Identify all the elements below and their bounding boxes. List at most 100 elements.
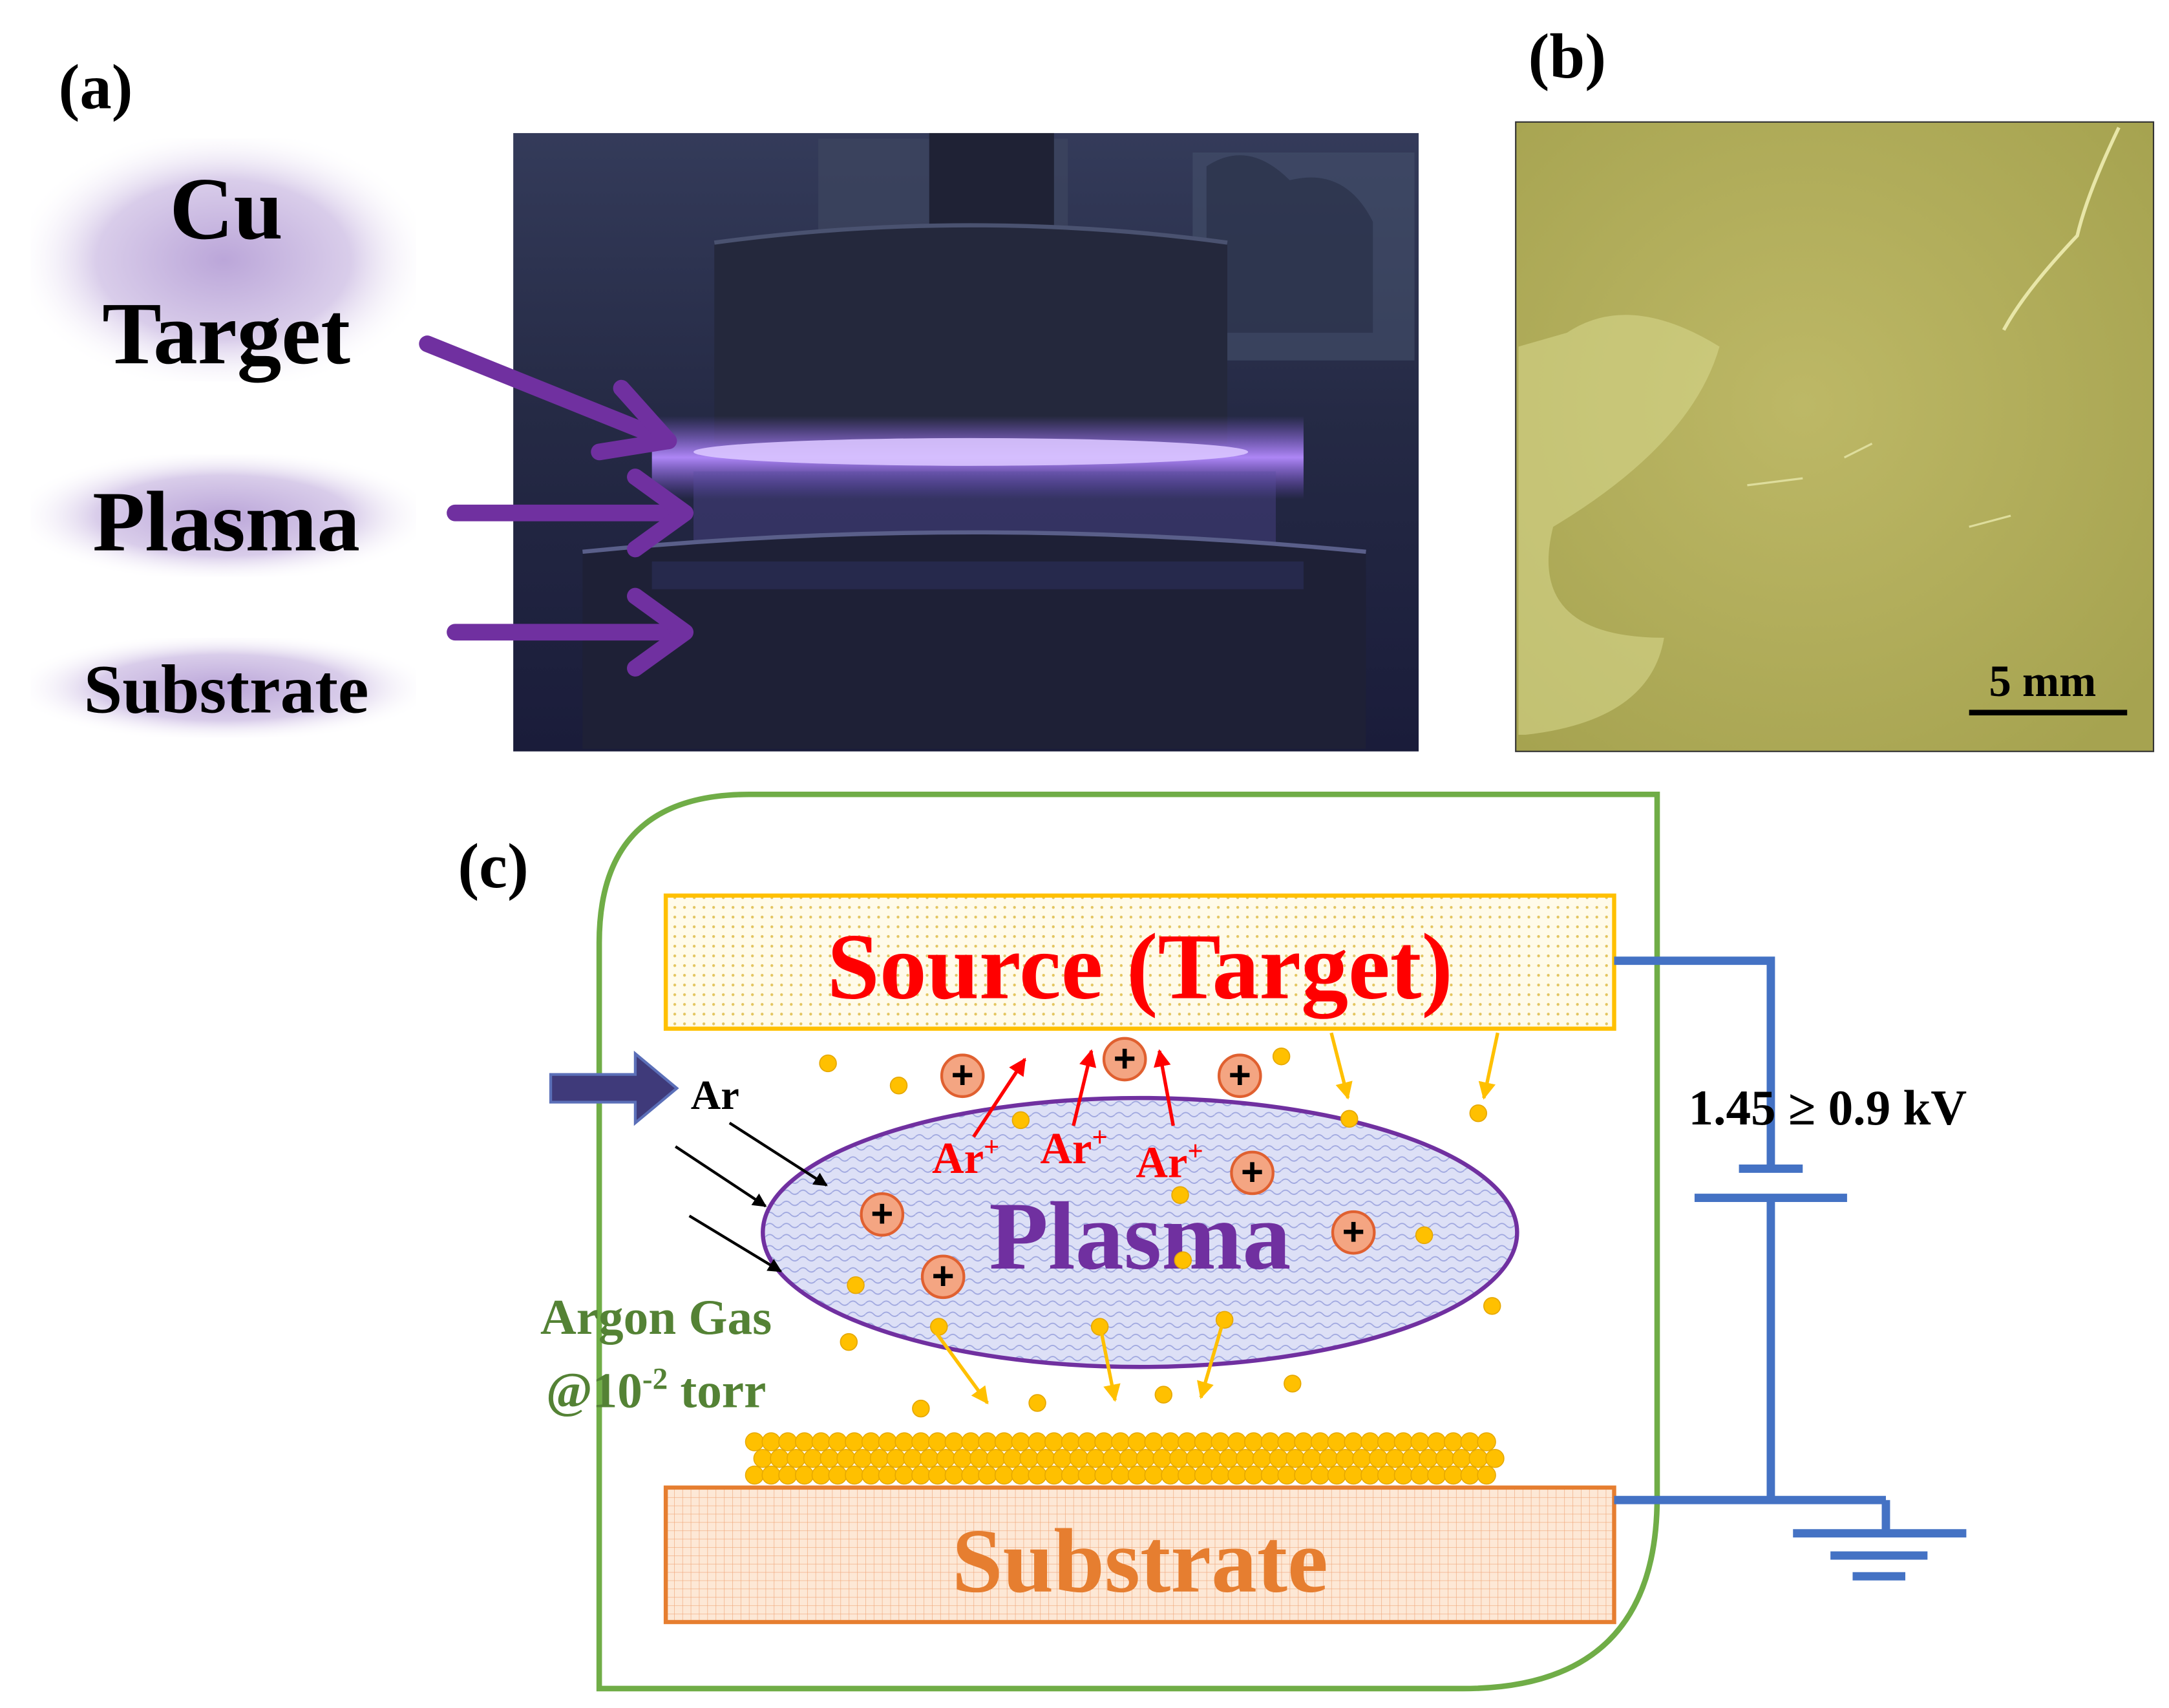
film-atom [1335, 1449, 1355, 1468]
svg-text:+: + [1229, 1053, 1251, 1097]
film-atom [1219, 1449, 1238, 1468]
ar-ion-label-1: Ar+ [932, 1132, 999, 1183]
film-atom [1127, 1432, 1147, 1451]
power-circuit [1614, 956, 1890, 1531]
film-atom [1443, 1432, 1463, 1451]
film-atom [794, 1465, 814, 1485]
substrate-label: Substrate [952, 1510, 1328, 1612]
film-atom [1244, 1465, 1264, 1485]
plasma-arrow [447, 469, 694, 558]
film-atom [861, 1465, 881, 1485]
sputtered-atom [1215, 1311, 1234, 1329]
film-atom [1144, 1465, 1163, 1485]
film-atom [1393, 1432, 1413, 1451]
film-atom [986, 1449, 1006, 1468]
film-atom [1236, 1449, 1255, 1468]
svg-text:+: + [951, 1053, 974, 1097]
source-target-block [663, 893, 1616, 1031]
film-atom [1460, 1432, 1480, 1451]
film-atom [894, 1465, 914, 1485]
film-atom [1011, 1465, 1031, 1485]
film-atom [1103, 1449, 1122, 1468]
film-atom [1294, 1432, 1313, 1451]
film-atom [845, 1432, 864, 1451]
sputtered-atom [1469, 1104, 1487, 1123]
film-atom [1277, 1465, 1296, 1485]
film-atom [903, 1449, 922, 1468]
film-atom [1477, 1432, 1496, 1451]
gas-flow-arrows [674, 1121, 828, 1273]
film-atom [1061, 1465, 1081, 1485]
film-atom [1344, 1432, 1363, 1451]
film-atom [1460, 1465, 1480, 1485]
film-atom [1211, 1465, 1230, 1485]
film-atom [1069, 1449, 1089, 1468]
sputtered-atom [1174, 1251, 1192, 1269]
ar-inlet-label: Ar [691, 1072, 739, 1118]
panel-b-label: (b) [1528, 21, 1606, 92]
film-atom [745, 1465, 765, 1485]
film-atom [1061, 1432, 1081, 1451]
sputtered-atom [840, 1333, 858, 1351]
film-atom [1377, 1432, 1397, 1451]
film-atom [1269, 1449, 1289, 1468]
film-atom [811, 1465, 831, 1485]
sputtered-atom [1483, 1297, 1501, 1315]
film-atom [1277, 1432, 1296, 1451]
film-atom [1311, 1465, 1330, 1485]
film-atom [745, 1432, 765, 1451]
callout-target-label: Target [102, 284, 350, 383]
film-atom [1352, 1449, 1371, 1468]
film-atom [836, 1449, 856, 1468]
film-atom [927, 1432, 947, 1451]
film-atom [1119, 1449, 1139, 1468]
film-atom [894, 1432, 914, 1451]
film-atom [1052, 1449, 1072, 1468]
film-atom [1344, 1465, 1363, 1485]
film-atom [811, 1432, 831, 1451]
film-atom [911, 1432, 931, 1451]
film-atom [1318, 1449, 1338, 1468]
film-atom [978, 1465, 997, 1485]
film-atom [1178, 1465, 1197, 1485]
film-atom [1477, 1465, 1496, 1485]
film-atom [961, 1432, 980, 1451]
film-atom [1036, 1449, 1055, 1468]
film-atom [1152, 1449, 1172, 1468]
film-atom [1127, 1465, 1147, 1485]
film-atom [1244, 1432, 1264, 1451]
scale-bar-label: 5 mm [1989, 657, 2096, 706]
sputtered-atom [1090, 1318, 1109, 1336]
svg-text:+: + [1342, 1210, 1365, 1253]
film-atom [1086, 1449, 1105, 1468]
film-atom [1260, 1465, 1280, 1485]
argon-ion-labels: Ar+ Ar+ Ar+ [932, 1123, 1203, 1186]
film-atom [1002, 1449, 1022, 1468]
film-atom [1311, 1432, 1330, 1451]
deposition-arrows [933, 1032, 1499, 1405]
sputtered-atom [1284, 1375, 1302, 1393]
film-atom [1419, 1449, 1438, 1468]
plasma-cloud [761, 1095, 1519, 1369]
film-atom [1161, 1432, 1180, 1451]
film-atom [1227, 1465, 1247, 1485]
film-atom [828, 1432, 847, 1451]
film-atom [927, 1465, 947, 1485]
argon-ion: + [940, 1053, 985, 1099]
film-atom [787, 1449, 806, 1468]
film-atom [1194, 1465, 1214, 1485]
sputtered-atoms [819, 1047, 1501, 1418]
sputtered-atom [1011, 1111, 1030, 1130]
film-atom [944, 1465, 964, 1485]
callout-plasma-label: Plasma [92, 474, 360, 569]
film-atom [1294, 1465, 1313, 1485]
panel-c-label: (c) [458, 831, 529, 901]
film-atom [878, 1432, 898, 1451]
argon-ion: + [920, 1254, 966, 1300]
film-atom [978, 1432, 997, 1451]
argon-ion: + [1230, 1150, 1275, 1196]
cu-film-photo [1515, 121, 2155, 752]
film-atom [1402, 1449, 1421, 1468]
deposited-film-layer [745, 1432, 1505, 1485]
sputtered-atom [1028, 1394, 1046, 1412]
